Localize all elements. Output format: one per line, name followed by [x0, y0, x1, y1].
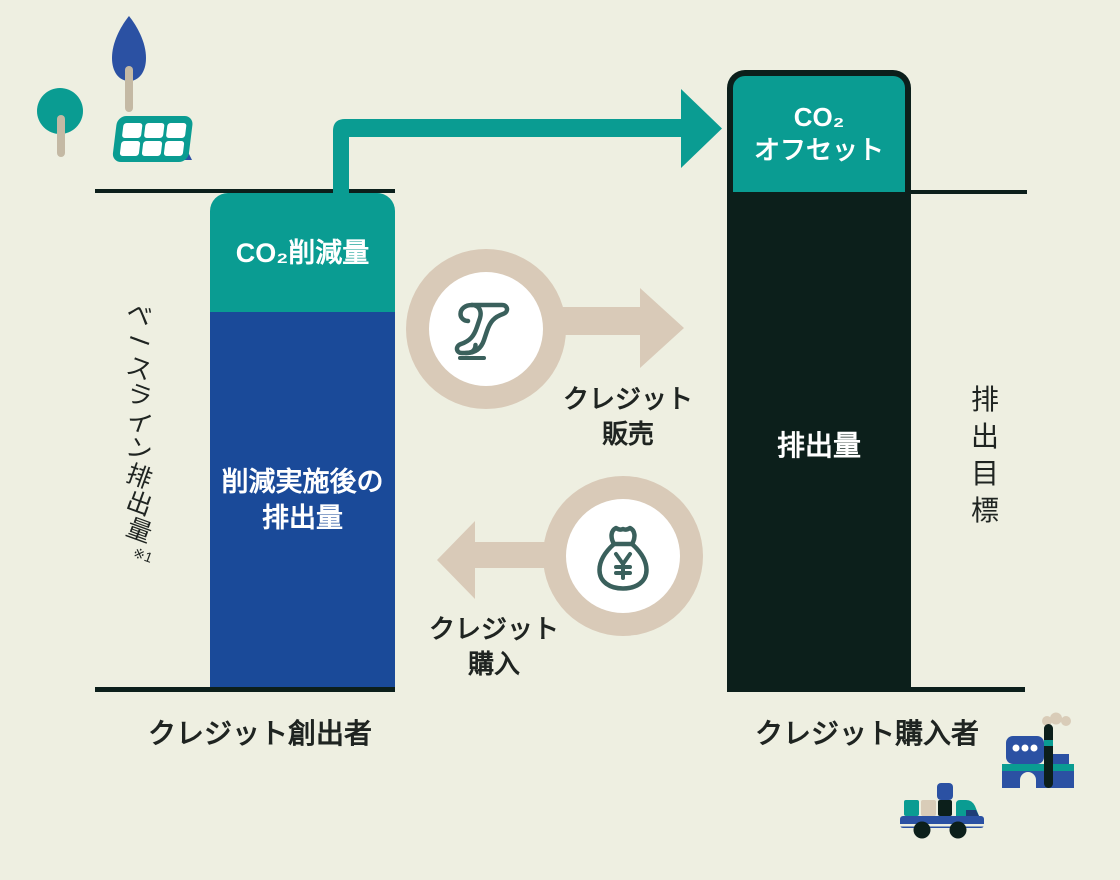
round-tree-icon [37, 88, 83, 157]
emission-amount-label: 排出量 [776, 430, 861, 461]
certificate-scroll-icon [454, 302, 510, 360]
poplar-tree-icon [112, 16, 146, 112]
offset-line1: CO₂ [793, 102, 845, 132]
post-reduction-label: 削減実施後の 排出量 [222, 464, 384, 536]
co2-offset-label: CO₂ オフセット [754, 101, 884, 167]
credit-creator-label: クレジット創出者 [147, 718, 372, 749]
buy-flow-label: クレジット 購入 [384, 612, 604, 682]
ground-line-left [95, 687, 395, 692]
co2-offset-segment: CO₂ オフセット [733, 76, 905, 192]
buy-arrow-left [437, 521, 567, 599]
emission-target-label: 排出目標 [970, 384, 999, 526]
sell-arrow-right [552, 288, 684, 368]
buy-flow-circle-inner [566, 499, 680, 613]
sell-line1: クレジット [562, 384, 693, 414]
teal-offset-arrow [333, 89, 722, 193]
offset-line2: オフセット [753, 135, 884, 165]
truck-icon [900, 783, 984, 839]
post-reduction-line2: 排出量 [262, 502, 343, 533]
credit-purchaser-label: クレジット購入者 [754, 718, 979, 749]
buy-line2: 購入 [467, 649, 520, 679]
post-reduction-line1: 削減実施後の [221, 466, 384, 497]
buy-flow-circle [543, 476, 703, 636]
sell-flow-circle [406, 249, 566, 409]
buy-line1: クレジット [428, 614, 559, 644]
baseline-emission-label: ベースライン排出量 [122, 297, 156, 549]
ground-line-right [727, 687, 1025, 692]
factory-icon [1002, 712, 1074, 788]
target-line-right [911, 190, 1027, 194]
money-bag-yen-icon [597, 525, 649, 591]
sell-flow-circle-inner [429, 272, 543, 386]
co2-reduction-label: CO₂削減量 [235, 237, 370, 268]
sell-flow-label: クレジット 販売 [518, 382, 738, 452]
baseline-line-left [95, 189, 395, 193]
co2-reduction-segment: CO₂削減量 [210, 193, 395, 312]
solar-panel-icon [112, 116, 193, 162]
sell-line2: 販売 [601, 419, 654, 449]
post-reduction-emission-segment: 削減実施後の 排出量 [210, 312, 395, 687]
